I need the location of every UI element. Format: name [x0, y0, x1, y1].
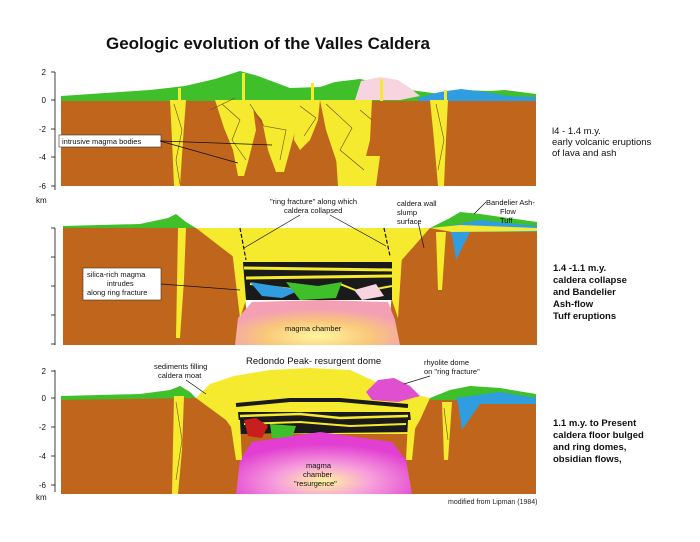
stage-2-line: Tuff eruptions: [553, 311, 616, 322]
stage-3-line: 1.1 m.y. to Present: [553, 418, 637, 429]
stage-1-line: l4 - 1.4 m.y.: [552, 126, 601, 137]
depth-axis-3: 2 0 -2 -4 -6 km: [36, 367, 56, 502]
leader-line: [185, 379, 207, 395]
tick-label: 2: [42, 68, 47, 77]
pink-lava-dome: [355, 77, 420, 100]
stage-2-line: Ash-flow: [553, 299, 594, 310]
rhyolite-label: rhyolite dome: [424, 358, 469, 367]
tick-label: -4: [39, 452, 47, 461]
magma-chamber-label: magma chamber: [285, 324, 342, 333]
layer-stripe: [245, 274, 395, 280]
layer-stripe: [243, 420, 407, 428]
layer-stripe: [243, 266, 397, 272]
caldera-wall-label: surface: [397, 217, 422, 226]
axis-unit: km: [36, 196, 47, 205]
silica-label: intrudes: [107, 279, 134, 288]
sediments-label: sediments filling: [154, 362, 207, 371]
panel-resurgence: 2 0 -2 -4 -6 km sediments filling calder…: [36, 356, 644, 502]
ring-fracture-left: [239, 227, 247, 261]
green-block: [286, 282, 342, 300]
ring-fracture-intrusions: [176, 228, 446, 338]
tick-label: -6: [39, 481, 47, 490]
chamber-label: chamber: [303, 470, 333, 479]
green-block: [270, 424, 296, 438]
bandelier-tuff-layer: [430, 225, 537, 232]
stage-2-line: 1.4 -1.1 m.y.: [553, 263, 606, 274]
magma-chamber: [235, 300, 400, 345]
bandelier-flow: [456, 392, 536, 430]
intrusive-label: intrusive magma bodies: [62, 137, 141, 146]
redondo-label: Redondo Peak- resurgent dome: [246, 356, 381, 367]
stage-1-line: of lava and ash: [552, 148, 616, 159]
stage-1-line: early volcanic eruptions: [552, 137, 652, 148]
tick-label: -4: [39, 153, 47, 162]
leader-line: [159, 140, 273, 146]
caldera-wall-label: slump: [397, 208, 417, 217]
fracture-lines: [175, 401, 449, 481]
ring-fracture-label: caldera collapsed: [284, 206, 342, 215]
layer-stripe: [239, 412, 409, 420]
tick-label: 0: [42, 394, 47, 403]
intrusive-magma-bodies: [170, 73, 448, 186]
axis-unit: km: [36, 493, 47, 502]
chamber-label: magma: [306, 461, 332, 470]
left-rim-volcanics: [63, 214, 196, 228]
leader-line: [329, 214, 387, 247]
ring-fracture-label: "ring fracture" along which: [270, 197, 357, 206]
depth-axis-1: 2 0 -2 -4 -6 km: [36, 68, 56, 205]
depth-axis-2: [51, 227, 56, 345]
crust-right: [388, 228, 537, 345]
tick-label: -6: [39, 182, 47, 191]
pink-block: [354, 284, 384, 300]
red-block: [244, 418, 268, 438]
sediments-label: caldera moat: [158, 371, 202, 380]
stage-2-line: caldera collapse: [553, 275, 627, 286]
bandelier-label: Flow: [500, 207, 516, 216]
stage-3-line: obsidian flows,: [553, 454, 622, 465]
tick-label: 2: [42, 367, 47, 376]
bandelier-label: Tuff: [500, 216, 513, 225]
leader-line: [243, 214, 301, 249]
panel-early-eruptions: 2 0 -2 -4 -6 km intrusive magma bodies l…: [36, 68, 652, 205]
rhyolite-dome: [366, 378, 420, 402]
tick-label: -2: [39, 423, 47, 432]
caldera-wall-label: caldera wall: [397, 199, 437, 208]
leader-line: [473, 201, 487, 215]
silica-label-box: [82, 267, 162, 301]
blue-block: [250, 282, 300, 298]
left-rim-volcanics: [61, 386, 196, 400]
tick-label: 0: [42, 96, 47, 105]
panel-caldera-collapse: "ring fracture" along which caldera coll…: [51, 197, 627, 345]
stage-3-line: and ring domes,: [553, 442, 626, 453]
silica-label: silica-rich magma: [87, 270, 146, 279]
source-credit: modified from Lipman (1984): [448, 499, 538, 506]
blue-lava-flow: [418, 89, 536, 101]
chamber-label: "resurgence": [294, 479, 337, 488]
stage-2-line: and Bandelier: [553, 287, 616, 298]
diagram-title: Geologic evolution of the Valles Caldera: [106, 34, 431, 53]
leader-line: [160, 283, 241, 291]
fracture-lines: [173, 97, 445, 185]
rhyolite-label: on "ring fracture": [424, 367, 480, 376]
silica-label: along ring fracture: [87, 288, 147, 297]
ring-fracture-right: [383, 227, 391, 257]
bandelier-label: Bandelier Ash-: [486, 198, 535, 207]
leader-line: [403, 375, 431, 385]
stage-3-line: caldera floor bulged: [553, 430, 644, 441]
dark-layer: [235, 398, 409, 408]
leader-line: [417, 221, 425, 249]
tick-label: -2: [39, 125, 47, 134]
leader-line: [159, 140, 239, 164]
magma-chamber: [236, 432, 412, 494]
